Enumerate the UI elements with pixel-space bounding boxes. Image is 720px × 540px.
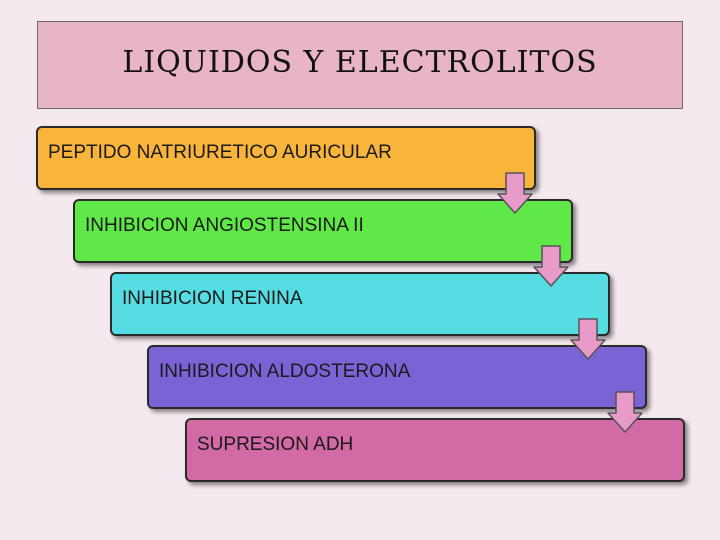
title-box: LIQUIDOS Y ELECTROLITOS bbox=[37, 21, 683, 109]
step-5: SUPRESION ADH bbox=[185, 418, 685, 482]
step-3: INHIBICION RENINA bbox=[110, 272, 610, 336]
down-arrow-icon bbox=[497, 172, 533, 214]
step-4-label: INHIBICION ALDOSTERONA bbox=[159, 361, 411, 382]
down-arrow-icon bbox=[607, 391, 643, 433]
step-3-label: INHIBICION RENINA bbox=[122, 288, 303, 309]
step-1: PEPTIDO NATRIURETICO AURICULAR bbox=[36, 126, 536, 190]
page-title: LIQUIDOS Y ELECTROLITOS bbox=[122, 44, 598, 80]
step-2: INHIBICION ANGIOSTENSINA II bbox=[73, 199, 573, 263]
down-arrow-icon bbox=[533, 245, 569, 287]
down-arrow-icon bbox=[570, 318, 606, 360]
step-4: INHIBICION ALDOSTERONA bbox=[147, 345, 647, 409]
step-1-label: PEPTIDO NATRIURETICO AURICULAR bbox=[48, 142, 392, 163]
step-5-label: SUPRESION ADH bbox=[197, 434, 354, 455]
step-2-label: INHIBICION ANGIOSTENSINA II bbox=[85, 215, 364, 236]
